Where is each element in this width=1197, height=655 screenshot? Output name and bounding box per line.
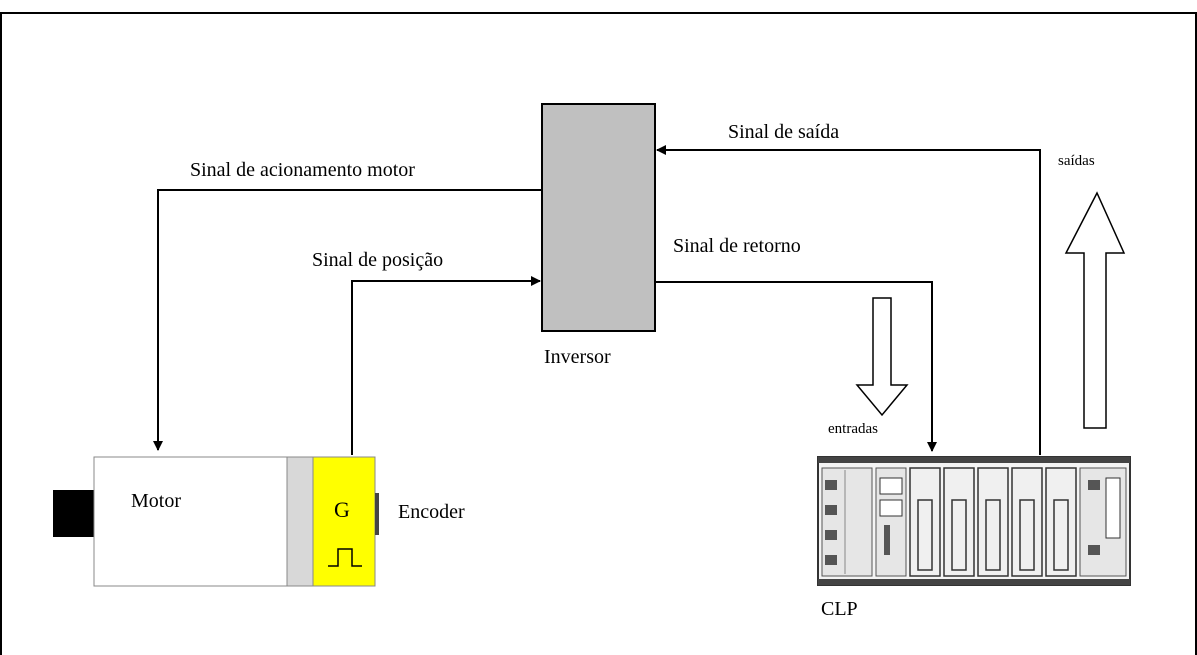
motor-shaft xyxy=(53,490,95,537)
return-signal-line xyxy=(655,281,937,452)
inverter-label: Inversor xyxy=(544,346,611,368)
plc-rack xyxy=(817,456,1131,586)
pulse-icon xyxy=(328,548,362,567)
position-signal-line xyxy=(351,276,541,455)
outputs-arrow-icon xyxy=(1064,191,1126,429)
diagram-border xyxy=(0,12,1197,655)
encoder-body xyxy=(312,456,376,587)
encoder-symbol: G xyxy=(334,497,350,522)
inputs-arrow-icon xyxy=(855,297,909,417)
drive-signal-label: Sinal de acionamento motor xyxy=(190,159,415,181)
motor-body xyxy=(93,456,289,587)
position-signal-label: Sinal de posição xyxy=(312,249,443,271)
output-signal-line xyxy=(656,145,1041,455)
outputs-label: saídas xyxy=(1058,153,1095,169)
return-signal-label: Sinal de retorno xyxy=(673,235,801,257)
plc-label: CLP xyxy=(821,598,858,620)
inputs-label: entradas xyxy=(828,421,878,437)
encoder-tab xyxy=(375,493,379,535)
motor-label: Motor xyxy=(131,490,181,512)
inverter-block xyxy=(541,103,656,332)
output-signal-label: Sinal de saída xyxy=(728,121,839,143)
drive-signal-line xyxy=(153,189,542,451)
motor-coupling xyxy=(286,456,314,587)
encoder-label: Encoder xyxy=(398,501,465,523)
